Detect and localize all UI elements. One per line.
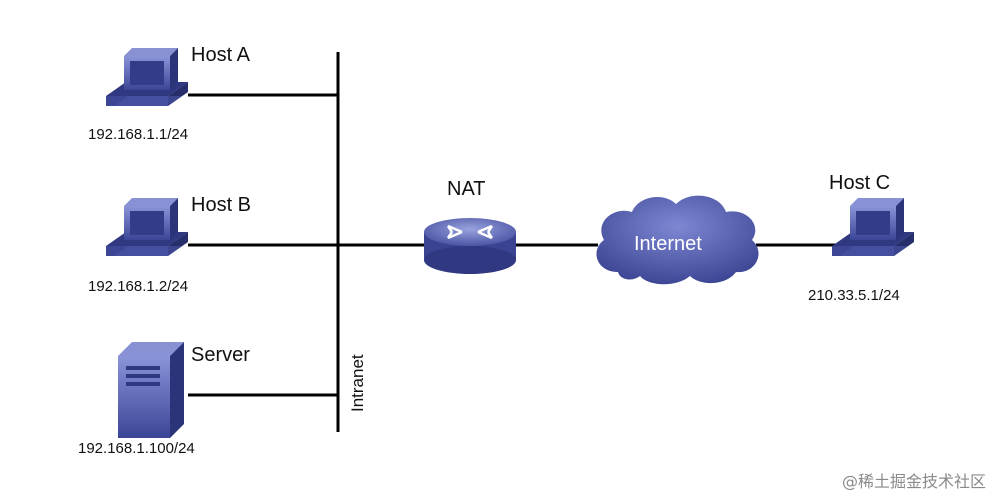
- host-a-ip: 192.168.1.1/24: [88, 126, 189, 143]
- nat-label: NAT: [447, 178, 486, 200]
- host-a-computer-icon: [106, 48, 188, 106]
- host-b-label: Host B: [191, 194, 252, 216]
- host-c-ip: 210.33.5.1/24: [808, 287, 900, 304]
- server-ip: 192.168.1.100/24: [78, 440, 195, 457]
- host-b-ip: 192.168.1.2/24: [88, 278, 189, 295]
- host-c-computer-icon: [832, 198, 914, 256]
- watermark-text: @稀土掘金技术社区: [841, 472, 986, 491]
- intranet-label: Intranet: [348, 354, 367, 412]
- server-tower-icon: [118, 342, 184, 438]
- internet-cloud-icon: [596, 195, 759, 285]
- internet-label: Internet: [634, 233, 702, 255]
- connections: [188, 52, 838, 432]
- host-c-label: Host C: [829, 172, 891, 194]
- server-label: Server: [191, 344, 250, 366]
- host-a-label: Host A: [191, 44, 250, 66]
- host-b-computer-icon: [106, 198, 188, 256]
- nat-router-icon: [424, 218, 516, 274]
